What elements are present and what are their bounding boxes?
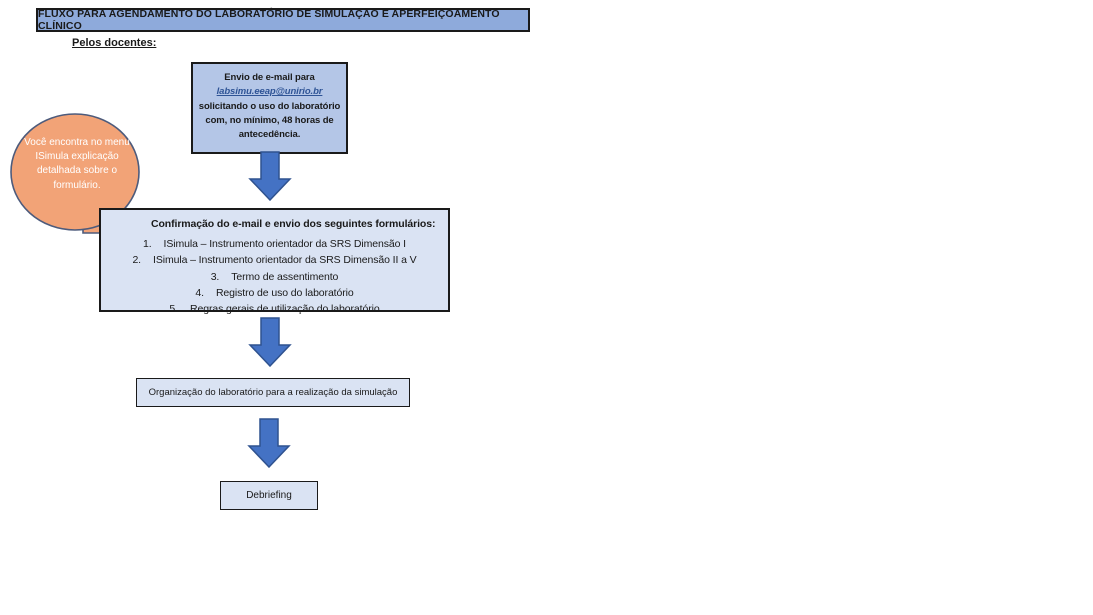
list-item-text: ISimula – Instrumento orientador da SRS … [163,238,407,250]
list-item: 3. Termo de assentimento [101,269,448,285]
debriefing-box-text: Debriefing [246,490,292,501]
list-item-number: 4. [195,286,204,299]
list-item-number: 2. [132,254,141,267]
step-confirmation-box: Confirmação do e-mail e envio dos seguin… [99,208,450,315]
list-item-text: Registro de uso do laboratório [215,286,354,299]
subtitle-pelos-docentes: Pelos docentes: [72,37,157,49]
list-item-number: 5. [169,303,178,316]
down-arrow-3 [247,418,291,468]
callout-text: Você encontra no menu ISimula explicação… [24,137,130,191]
confirmation-header: Confirmação do e-mail e envio dos seguin… [151,218,436,230]
email-box-line1: Envio de e-mail para [224,72,315,83]
list-item: 2. ISimula – Instrumento orientador da SR… [101,252,448,268]
list-item: 4. Registro de uso do laboratório [101,285,448,301]
flowchart-title-text: FLUXO PARA AGENDAMENTO DO LABORATÓRIO DE… [38,8,500,32]
email-box-line2: solicitando o uso do laboratório com, no… [198,100,341,141]
flowchart-title: FLUXO PARA AGENDAMENTO DO LABORATÓRIO DE… [36,8,530,32]
down-arrow-2 [248,317,292,367]
organization-box-text: Organização do laboratório para a realiz… [148,387,398,398]
step-email-box: Envio de e-mail para labsimu.eeap@unirio… [191,62,348,154]
list-item-number: 1. [142,238,152,250]
email-link[interactable]: labsimu.eeap@unirio.br [216,86,323,98]
down-arrow-1 [248,151,292,201]
callout-ellipse [10,113,140,231]
list-item: 5. Regras gerais de utilização do laborat… [101,301,448,317]
step-debriefing-box: Debriefing [220,481,318,510]
step-organization-box: Organização do laboratório para a realiz… [136,378,410,407]
confirmation-list: 1.ISimula – Instrumento orientador da SR… [101,236,448,317]
list-item-text: ISimula – Instrumento orientador da SRS … [153,254,417,267]
list-item-text: Regras gerais de utilização do laboratór… [189,303,380,316]
callout-bubble [10,113,143,234]
list-item-text: Termo de assentimento [231,270,339,283]
list-item-number: 3. [210,270,220,283]
list-item: 1. ISimula – Instrumento orientador da SR… [101,236,448,252]
